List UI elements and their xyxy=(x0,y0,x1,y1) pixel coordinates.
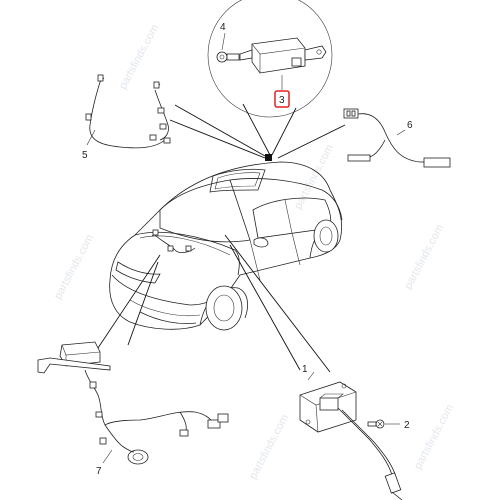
watermark-3: partsfinds.com xyxy=(52,233,96,302)
wiring-harness-5[interactable] xyxy=(85,74,171,149)
bolt[interactable] xyxy=(216,51,240,63)
bracket-assembly-1[interactable] xyxy=(299,381,403,500)
module-location-marker xyxy=(265,154,272,161)
detail-circle: 4 3 xyxy=(207,0,333,118)
watermark-6: partsfinds.com xyxy=(247,413,291,482)
vehicle-outline xyxy=(109,161,343,331)
callout-3: 3 xyxy=(279,95,285,106)
callout-2: 2 xyxy=(404,420,410,431)
watermarks: partsfinds.com partsfinds.com partsfinds… xyxy=(52,23,456,482)
control-module[interactable] xyxy=(239,37,327,74)
screw-2[interactable] xyxy=(367,419,385,429)
engine-harness xyxy=(151,229,196,254)
callout-4: 4 xyxy=(220,22,226,33)
callout-3-highlight xyxy=(274,90,290,108)
harness-7[interactable] xyxy=(37,341,229,465)
watermark-1: partsfinds.com xyxy=(117,23,161,92)
sensor-cable-6[interactable] xyxy=(343,108,451,168)
watermark-5: partsfinds.com xyxy=(412,403,456,472)
watermark-4: partsfinds.com xyxy=(402,223,446,292)
callout-6: 6 xyxy=(407,120,413,131)
watermark-2: partsfinds.com xyxy=(292,143,336,212)
callout-1: 1 xyxy=(302,364,308,375)
callout-7: 7 xyxy=(96,466,102,477)
callout-5: 5 xyxy=(82,150,88,161)
